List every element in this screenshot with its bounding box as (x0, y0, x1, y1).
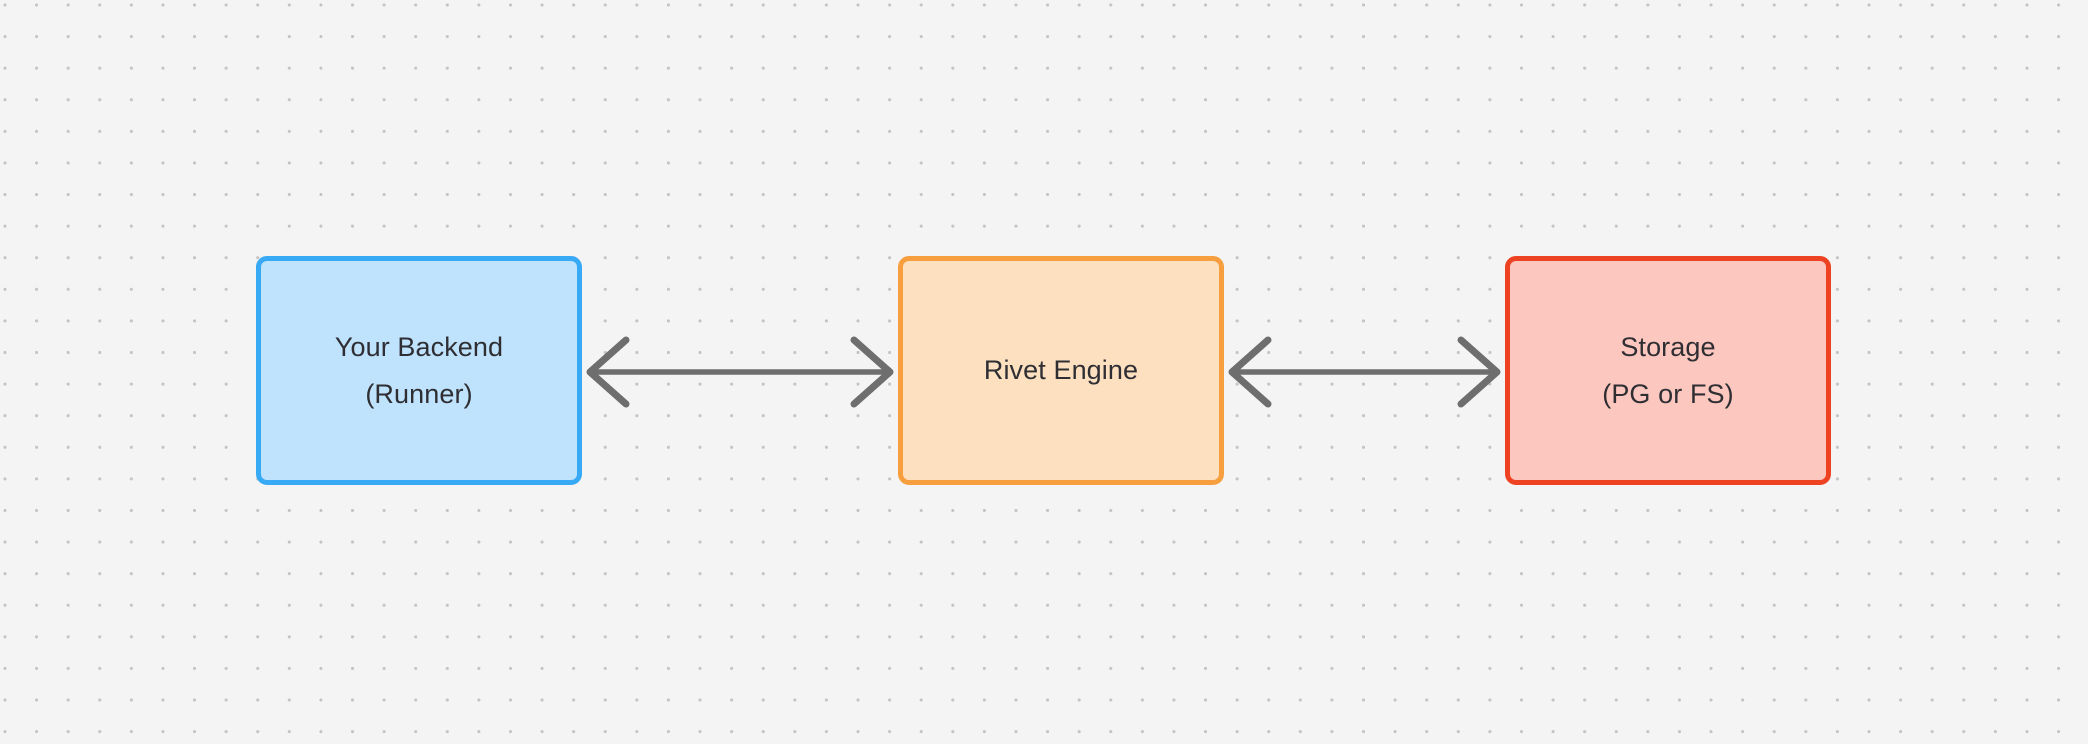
edge-engine-to-storage[interactable] (1224, 316, 1505, 428)
node-storage-label-line2: (PG or FS) (1602, 378, 1734, 409)
node-backend-label-line2: (Runner) (365, 378, 473, 409)
edge-backend-to-engine-graphic (586, 336, 894, 408)
edge-backend-to-engine[interactable] (582, 316, 898, 428)
arrowhead-right-icon (850, 336, 894, 408)
node-storage-label-line1: Storage (1620, 331, 1716, 362)
node-storage-pg-or-fs[interactable]: Storage (PG or FS) (1505, 256, 1831, 485)
node-backend-label-line1: Your Backend (334, 331, 504, 362)
arrowhead-left-icon (1228, 336, 1272, 408)
node-your-backend-runner[interactable]: Your Backend (Runner) (256, 256, 582, 485)
edge-engine-to-storage-graphic (1228, 336, 1501, 408)
arrowhead-right-icon (1457, 336, 1501, 408)
node-rivet-engine[interactable]: Rivet Engine (898, 256, 1224, 485)
node-engine-label-line1: Rivet Engine (983, 355, 1139, 385)
arrowhead-left-icon (586, 336, 630, 408)
